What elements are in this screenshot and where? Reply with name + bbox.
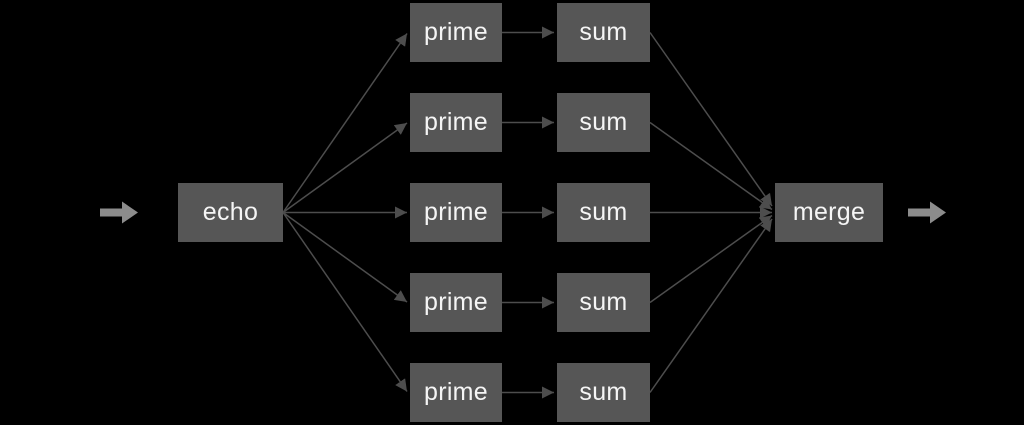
input-arrow-icon [100,201,138,224]
prime-node-label: prime [423,378,488,406]
edges-echo-to-prime [282,33,408,392]
prime-node-2: prime [410,93,502,152]
sum-node-label: sum [579,378,628,406]
sum-node-label: sum [579,288,628,316]
edges-sum-to-merge [649,32,773,393]
prime-node-1: prime [410,3,502,62]
prime-node-3: prime [410,183,502,242]
echo-node: echo [178,183,283,242]
prime-node-label: prime [423,18,488,46]
sum-node-3: sum [557,183,650,242]
merge-node: merge [775,183,883,242]
sum-node-label: sum [579,18,628,46]
prime-node-5: prime [410,363,502,422]
prime-node-4: prime [410,273,502,332]
edges-prime-to-sum [502,26,554,399]
prime-node-label: prime [423,198,488,226]
sum-node-5: sum [557,363,650,422]
sum-node-label: sum [579,198,628,226]
sum-node-1: sum [557,3,650,62]
sum-node-2: sum [557,93,650,152]
merge-node-label: merge [792,198,866,226]
echo-node-label: echo [202,198,259,226]
sum-node-label: sum [579,108,628,136]
prime-node-label: prime [423,108,488,136]
output-arrow-icon [908,201,946,224]
sum-node-4: sum [557,273,650,332]
prime-node-label: prime [423,288,488,316]
